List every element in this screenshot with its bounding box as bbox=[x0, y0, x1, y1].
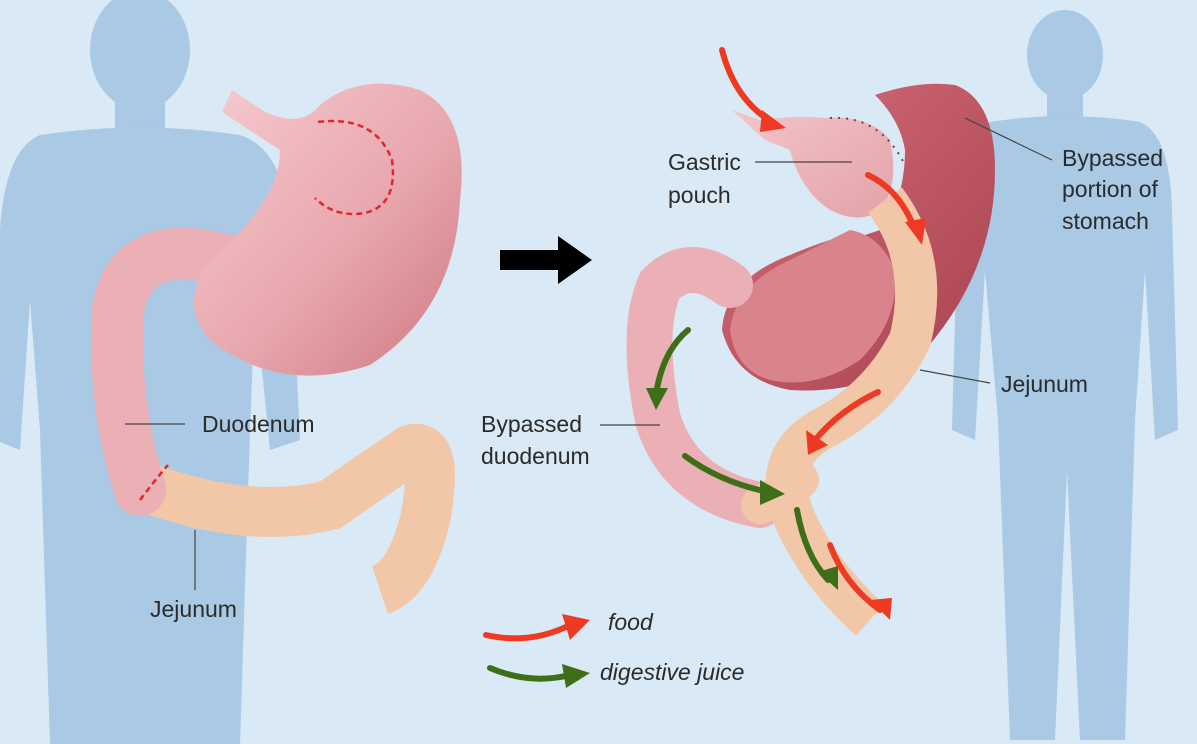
label-jejunum-right: Jejunum bbox=[1001, 371, 1088, 397]
food-arrow-jejunum-end bbox=[827, 542, 883, 613]
food-arrow-jejunum-mid bbox=[812, 389, 881, 443]
red-curved-arrow-icon bbox=[483, 614, 590, 642]
left-stomach-cut-line bbox=[314, 119, 395, 216]
label-gastric-pouch-2: pouch bbox=[668, 182, 731, 208]
legend-juice-label: digestive juice bbox=[600, 659, 744, 685]
green-curved-arrow-icon bbox=[487, 664, 590, 688]
label-bypassed-duodenum-2: duodenum bbox=[481, 443, 590, 469]
label-jejunum-left: Jejunum bbox=[150, 596, 237, 622]
left-duodenum bbox=[90, 227, 251, 516]
left-stomach bbox=[193, 83, 462, 376]
label-bypassed-duodenum-1: Bypassed bbox=[481, 411, 582, 437]
leader-lines bbox=[125, 117, 1053, 590]
juice-arrowhead bbox=[818, 566, 838, 590]
left-stomach-illustration bbox=[90, 83, 462, 614]
label-bypassed-stomach-1: Bypassed bbox=[1062, 145, 1163, 171]
legend: food digestive juice bbox=[483, 609, 744, 688]
left-jejunum bbox=[139, 424, 455, 614]
right-stomach-illustration bbox=[626, 47, 995, 636]
right-arrow-icon bbox=[500, 236, 592, 284]
label-bypassed-stomach-3: stomach bbox=[1062, 208, 1149, 234]
label-gastric-pouch-1: Gastric bbox=[668, 149, 741, 175]
food-arrowhead bbox=[905, 218, 926, 245]
juice-arrow-duodenum-bottom bbox=[682, 453, 771, 495]
label-duodenum: Duodenum bbox=[202, 411, 315, 437]
juice-arrowhead bbox=[646, 388, 668, 410]
bypassed-duodenum bbox=[626, 247, 783, 528]
food-arrow-heads bbox=[760, 110, 926, 620]
right-human-silhouette bbox=[952, 10, 1178, 740]
juice-arrowhead bbox=[760, 480, 785, 505]
food-arrowhead bbox=[806, 430, 828, 455]
juice-arrow-heads bbox=[646, 388, 838, 590]
food-arrow-entry bbox=[719, 47, 775, 125]
juice-arrow-duodenum-top bbox=[653, 327, 691, 398]
food-arrowhead bbox=[870, 598, 892, 620]
label-bypassed-stomach-2: portion of bbox=[1062, 176, 1159, 202]
left-duodenum-cut-line bbox=[139, 464, 169, 501]
food-arrowhead bbox=[760, 110, 786, 132]
bypassed-stomach-lower bbox=[730, 230, 896, 383]
gastric-pouch bbox=[732, 110, 894, 218]
legend-food-label: food bbox=[608, 609, 654, 635]
